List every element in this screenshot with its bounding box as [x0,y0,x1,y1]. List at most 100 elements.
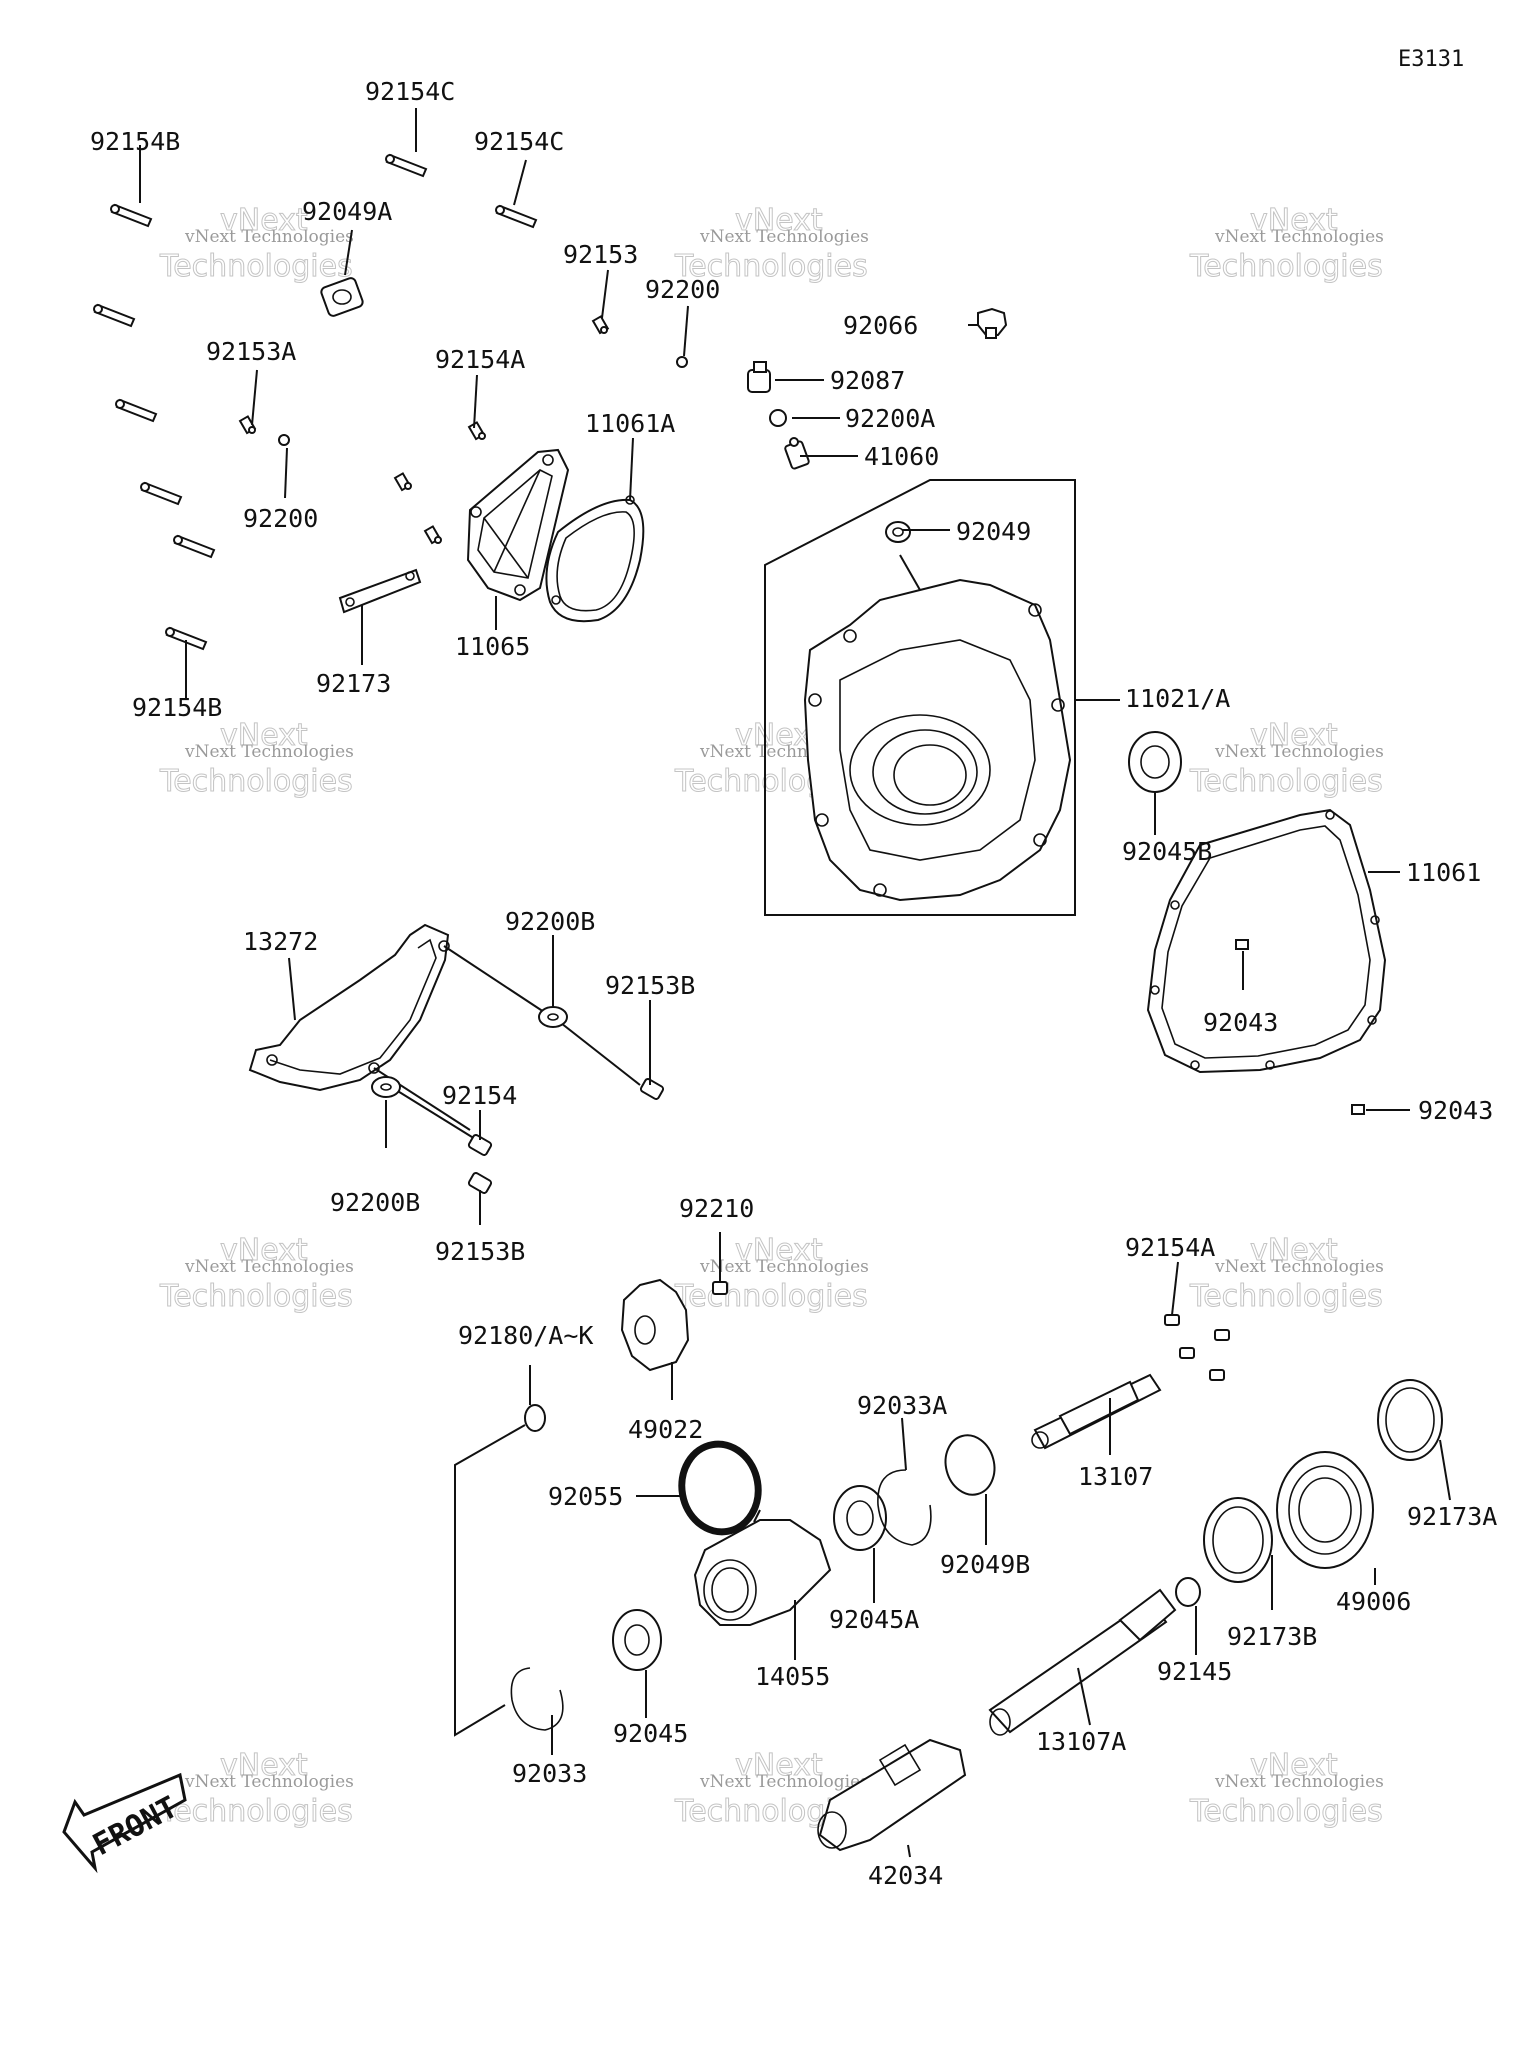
label-92173: 92173 [316,669,391,698]
label-92043-outer: 92043 [1418,1096,1493,1125]
watermark-technologies: Technologies [159,764,353,799]
label-92049: 92049 [956,517,1031,546]
label-92200B-bot: 92200B [330,1188,420,1217]
gasket-11061A [545,495,645,623]
label-92045A: 92045A [829,1605,919,1634]
watermark-vnext: vNext [1250,1748,1338,1783]
watermark-technologies: Technologies [159,249,353,284]
yoke-42034 [817,1738,967,1852]
watermark-name: vNext Technologies [1214,1772,1384,1792]
watermark-name: vNext Technologies [184,1772,354,1792]
label-49022: 49022 [628,1415,703,1444]
label-92173B: 92173B [1227,1622,1317,1651]
label-42034: 42034 [868,1861,943,1890]
cover-11065 [466,448,570,602]
bearing-92045 [612,1609,662,1671]
label-92055: 92055 [548,1482,623,1511]
label-92045: 92045 [613,1719,688,1748]
label-11065: 11065 [455,632,530,661]
watermark-vnext: vNext [1250,1233,1338,1268]
watermark-technologies: Technologies [674,1279,868,1314]
gear-49022 [620,1278,690,1372]
watermark-vnext: vNext [735,203,823,238]
label-92154A-bot: 92154A [1125,1233,1215,1262]
label-92145: 92145 [1157,1657,1232,1686]
crankcase-cover-11021A [764,479,1076,916]
watermark-vnext: vNext [735,1748,823,1783]
label-92033A: 92033A [857,1391,947,1420]
clamp-92173B [1203,1497,1273,1583]
top-right-fasteners [747,307,1008,543]
circlip-92033A [877,1469,932,1546]
label-92153B-bot: 92153B [435,1237,525,1266]
watermark-name: vNext Technologies [1214,227,1384,247]
label-92180-A-K: 92180/A~K [458,1321,593,1350]
label-14055: 14055 [755,1662,830,1691]
part-labels: 92154C 92154B 92154C 92049A 92153 92200 … [90,77,1497,1890]
bracket-13272 [248,923,665,1194]
label-92154B-bot: 92154B [132,693,222,722]
label-92154C-mid: 92154C [474,127,564,156]
label-13272: 13272 [243,927,318,956]
oring-92055 [678,1440,762,1536]
spring-92145 [1175,1577,1201,1607]
watermark-technologies: Technologies [159,1794,353,1829]
bearing-92045B [1128,731,1182,793]
seal-92049B [944,1434,996,1496]
watermark-name: vNext Technologies [1214,1257,1384,1277]
top-left-fasteners [93,153,688,651]
leader-lines [139,108,1451,1858]
label-92153A: 92153A [206,337,296,366]
label-11061A: 11061A [585,409,675,438]
watermark-name: vNext Technologies [184,1257,354,1277]
label-92154: 92154 [442,1081,517,1110]
watermark-name: vNext Technologies [699,227,869,247]
watermark-technologies: Technologies [674,249,868,284]
watermark-technologies: Technologies [159,1279,353,1314]
label-41060: 41060 [864,442,939,471]
label-92200-mid: 92200 [243,504,318,533]
watermark-name: vNext Technologies [184,742,354,762]
label-13107: 13107 [1078,1462,1153,1491]
watermark-name: vNext Technologies [699,1257,869,1277]
bearing-92045A [833,1485,887,1551]
label-11061: 11061 [1406,858,1481,887]
label-92087: 92087 [830,366,905,395]
label-92049B: 92049B [940,1550,1030,1579]
housing-14055 [693,1509,832,1626]
watermark-name: vNext Technologies [1214,742,1384,762]
circlip-92033 [510,1667,564,1731]
diagram-code: E3131 [1398,47,1464,72]
label-92066: 92066 [843,311,918,340]
label-92200B-top: 92200B [505,907,595,936]
watermark-vnext: vNext [220,1233,308,1268]
watermark-technologies: Technologies [1189,249,1383,284]
label-92154B-top: 92154B [90,127,180,156]
label-92154C-top: 92154C [365,77,455,106]
front-arrow: FRONT [62,1772,187,1874]
boot-49006 [1276,1451,1374,1569]
watermark-technologies: Technologies [1189,1279,1383,1314]
label-92153B-top: 92153B [605,971,695,1000]
label-92154A-top: 92154A [435,345,525,374]
clamp-92173A [1377,1379,1443,1461]
label-92043-inner: 92043 [1203,1008,1278,1037]
label-92049A: 92049A [302,197,392,226]
watermark-vnext: vNext [735,1233,823,1268]
label-92200A: 92200A [845,404,935,433]
watermark-vnext: vNext [1250,718,1338,753]
watermark-vnext: vNext [1250,203,1338,238]
nut-92210 [712,1281,728,1295]
shaft-13107 [1031,1373,1162,1450]
label-13107A: 13107A [1036,1727,1126,1756]
watermark-vnext: vNext [220,203,308,238]
gasket-11061 [1146,808,1387,1115]
label-92210: 92210 [679,1194,754,1223]
watermark-vnext: vNext [220,1748,308,1783]
watermark-technologies: Technologies [1189,1794,1383,1829]
plate-92173 [338,568,422,614]
label-92033: 92033 [512,1759,587,1788]
label-49006: 49006 [1336,1587,1411,1616]
label-92173A: 92173A [1407,1502,1497,1531]
